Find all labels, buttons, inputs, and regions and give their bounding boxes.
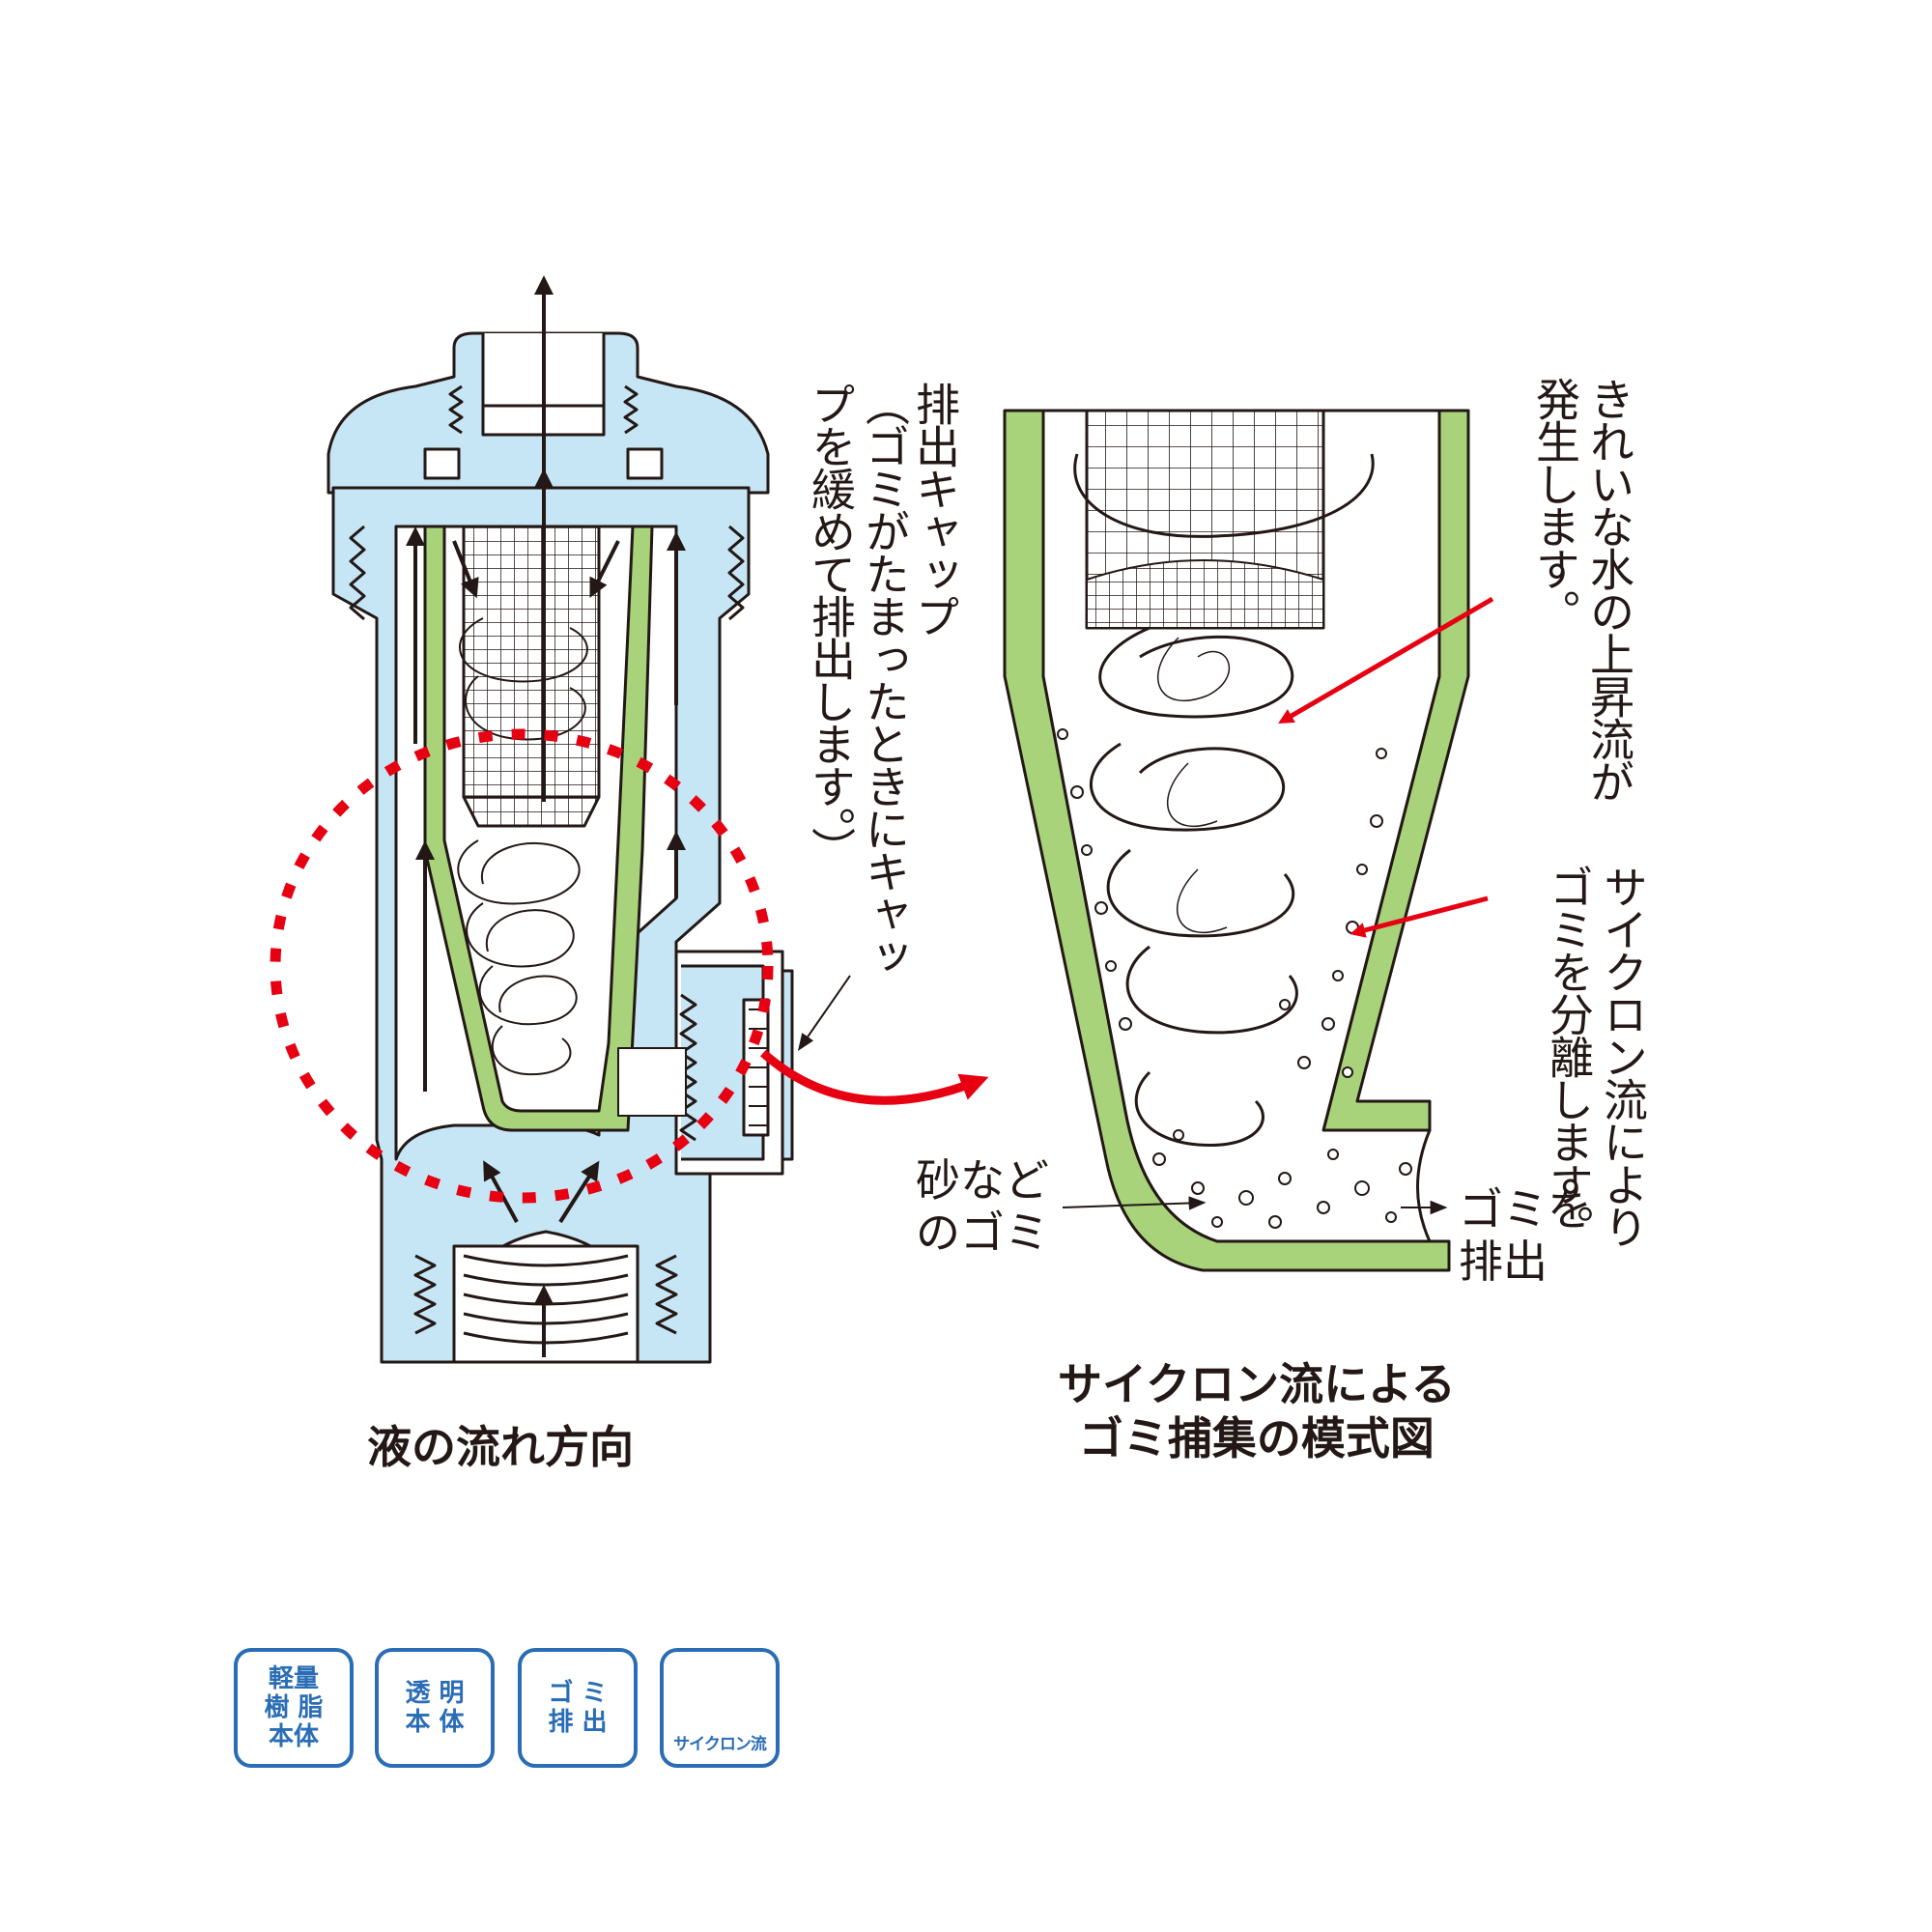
badge-cyclone-flow: サイクロン流 — [660, 1648, 780, 1768]
schematic-caption-line2: ゴミ捕集の模式図 — [1078, 1412, 1435, 1464]
cyclone-schematic — [1003, 409, 1470, 1272]
flow-direction-caption: 液の流れ方向 — [367, 1421, 634, 1473]
discharge-debris-line1: ゴミを — [1459, 1183, 1592, 1236]
badge-transparent-body-text: 透 明 本 体 — [405, 1679, 465, 1737]
discharge-debris-label: ゴミを 排出 — [1459, 1183, 1592, 1288]
mesh-strainer — [462, 525, 601, 799]
badge-lightweight-resin: 軽量 樹 脂 本体 — [234, 1648, 354, 1768]
badge-debris-discharge: ゴ ミ 排 出 — [518, 1648, 638, 1768]
badge-transparent-body: 透 明 本 体 — [375, 1648, 495, 1768]
debris-particles — [1057, 728, 1412, 1229]
connector-arrow — [760, 1049, 989, 1105]
annotation-arrows-red — [1278, 596, 1494, 938]
sand-debris-line1: 砂など — [916, 1154, 1049, 1207]
cyclone-separation-label: サイクロン流によりゴミを分離します。 — [1543, 865, 1649, 1247]
flow-arrows-left — [406, 275, 686, 1357]
drain-cap-pointer — [797, 975, 851, 1051]
badge-lightweight-resin-text: 軽量 樹 脂 本体 — [264, 1664, 324, 1751]
filter-cross-section — [327, 331, 794, 1364]
discharge-debris-line2: 排出 — [1459, 1236, 1548, 1288]
schematic-caption-line1: サイクロン流による — [1058, 1358, 1456, 1410]
annotation-arrows-black — [1062, 1196, 1448, 1215]
schematic-caption: サイクロン流による ゴミ捕集の模式図 — [1058, 1357, 1456, 1465]
badge-debris-discharge-text: ゴ ミ 排 出 — [548, 1679, 608, 1737]
badge-cyclone-flow-text: サイクロン流 — [673, 1735, 767, 1754]
sand-debris-label: 砂など のゴミ — [916, 1154, 1049, 1259]
clean-upflow-label: きれいな水の上昇流が発生します。 — [1529, 377, 1635, 802]
discharge-cap-label: 排出キャップ — [909, 382, 961, 637]
cyclone-swirl-right — [1073, 453, 1375, 1148]
discharge-cap-note: （ゴミがたまったときにキャップを緩めて排出します。） — [805, 382, 911, 977]
sand-debris-line2: のゴミ — [916, 1207, 1049, 1259]
highlight-circle — [270, 728, 774, 1204]
